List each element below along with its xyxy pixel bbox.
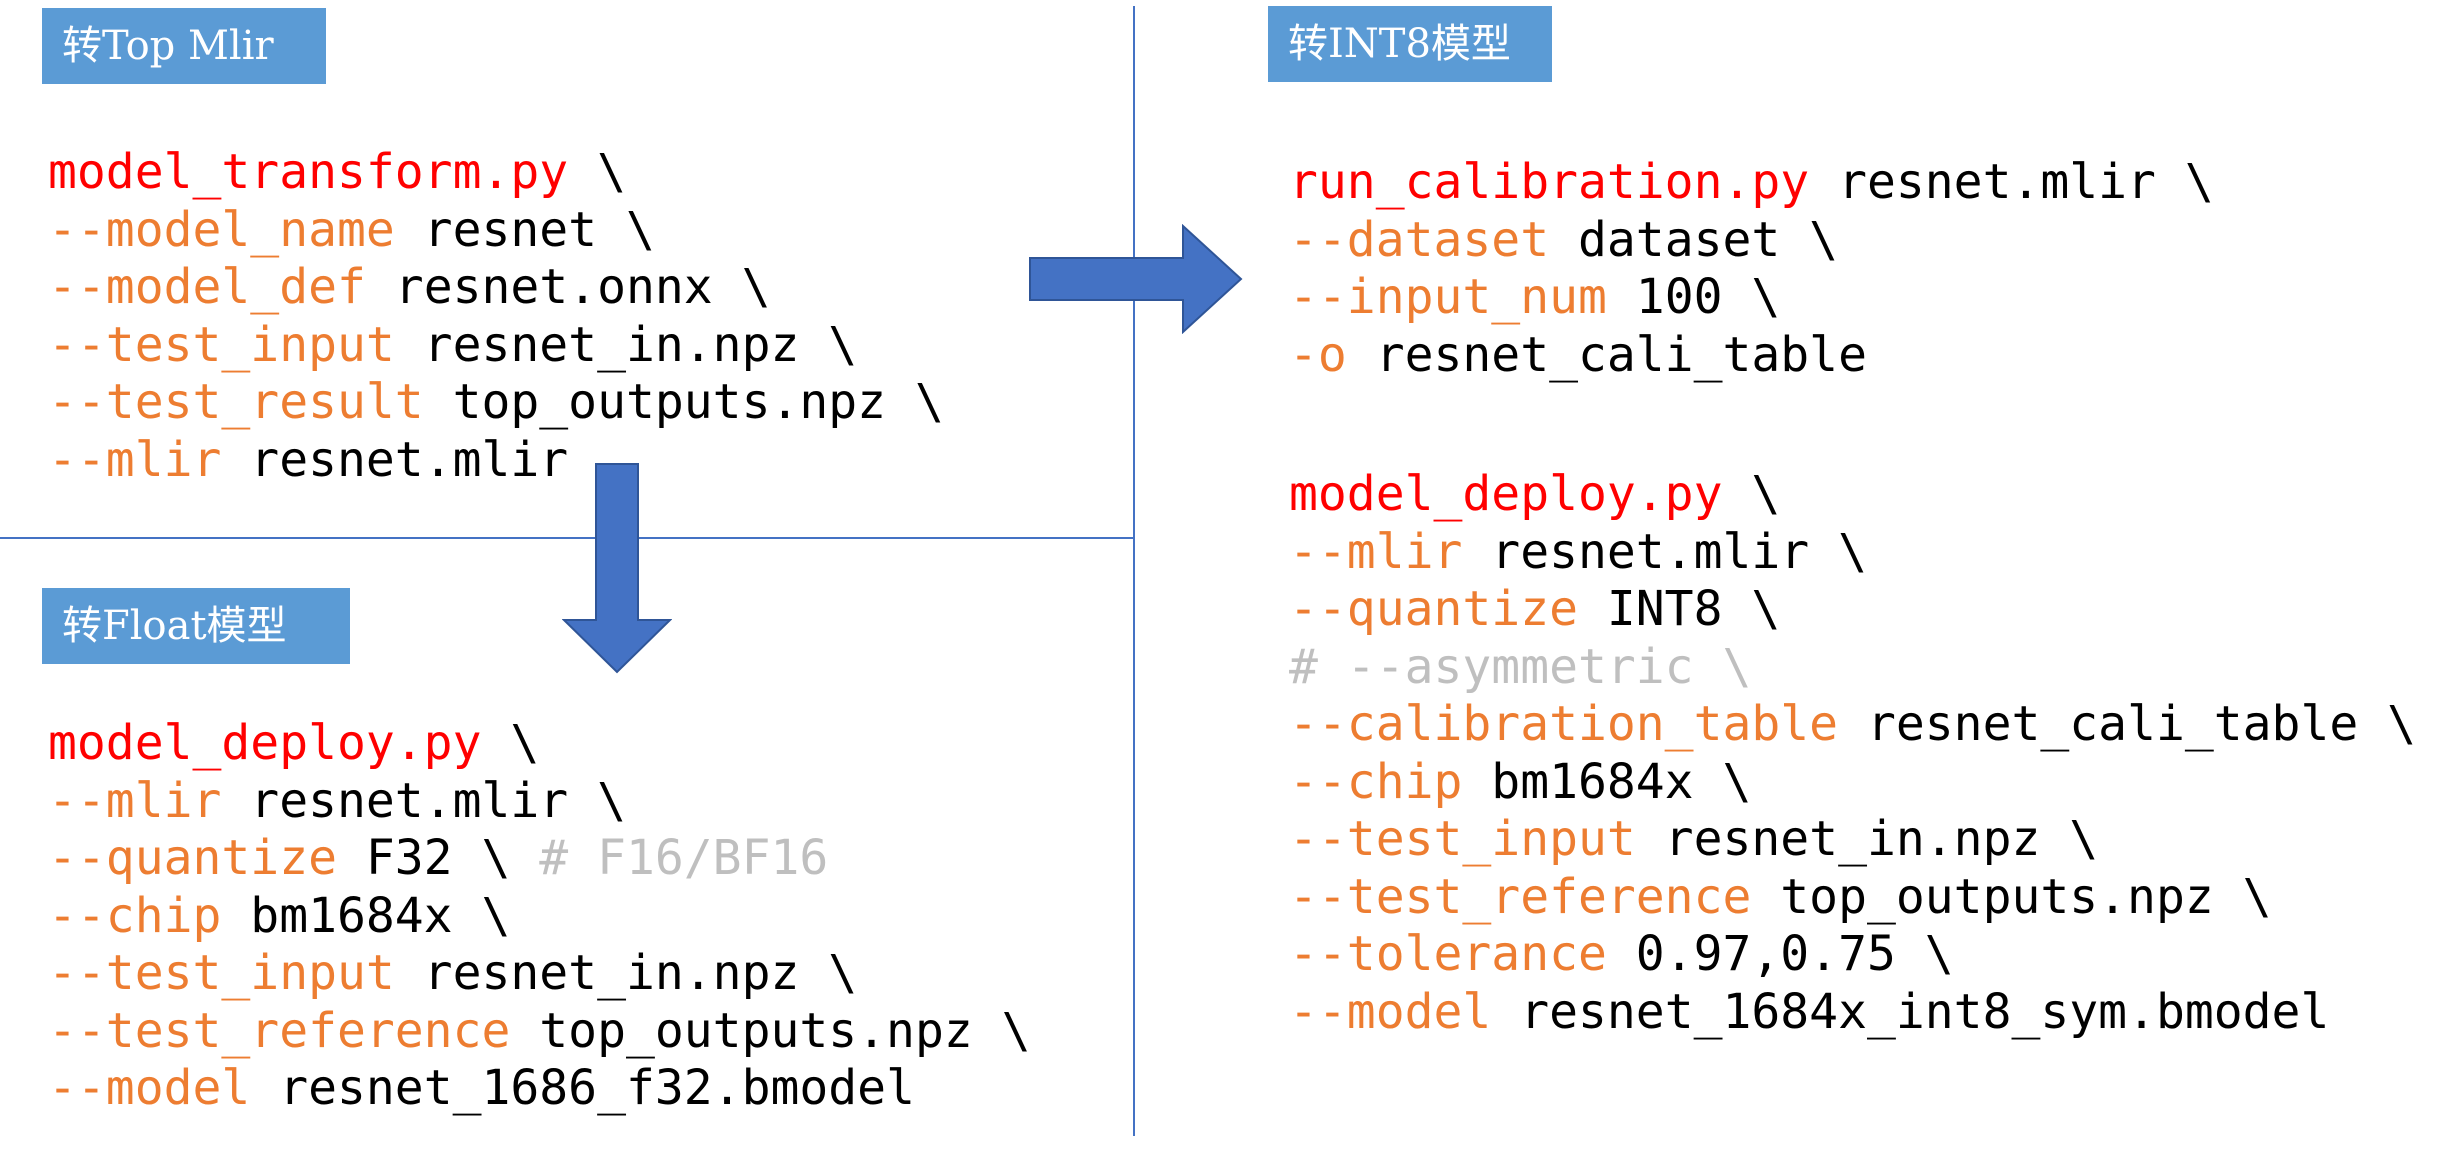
option-flag: --model xyxy=(1289,983,1492,1040)
option-flag: --test_reference xyxy=(1289,868,1752,925)
code-line: --model resnet_1684x_int8_sym.bmodel xyxy=(1289,984,2416,1042)
option-value: \ xyxy=(1722,466,1781,522)
code-line: --chip bm1684x \ xyxy=(1289,754,2416,812)
option-flag: --quantize xyxy=(48,830,337,886)
option-value: \ xyxy=(568,144,626,200)
option-value: resnet.mlir xyxy=(221,431,569,488)
option-value: resnet_in.npz \ xyxy=(394,316,858,373)
option-value: top_outputs.npz \ xyxy=(510,1002,1031,1059)
section-title-int8-model: 转INT8模型 xyxy=(1268,6,1552,82)
code-line: --calibration_table resnet_cali_table \ xyxy=(1289,696,2416,754)
code-line: --test_input resnet_in.npz \ xyxy=(1289,811,2416,869)
option-value: bm1684x \ xyxy=(1462,753,1752,810)
section-title-top-mlir: 转Top Mlir xyxy=(42,8,326,84)
option-value: resnet_cali_table \ xyxy=(1838,696,2417,752)
option-value: resnet.mlir \ xyxy=(1809,154,2214,210)
code-block-calibration: run_calibration.py resnet.mlir \--datase… xyxy=(1289,154,2214,384)
option-value: resnet.mlir \ xyxy=(1462,523,1867,580)
option-value: top_outputs.npz \ xyxy=(423,374,944,430)
code-comment: # --asymmetric \ xyxy=(1289,638,1752,695)
option-value: dataset \ xyxy=(1549,211,1839,268)
option-flag: --test_result xyxy=(48,374,424,430)
option-value: top_outputs.npz \ xyxy=(1751,868,2272,925)
option-flag: --chip xyxy=(1289,753,1463,810)
code-line: model_deploy.py \ xyxy=(48,715,1031,773)
option-flag: --model_def xyxy=(48,259,366,315)
code-line: --model resnet_1686_f32.bmodel xyxy=(48,1060,1031,1118)
option-flag: --mlir xyxy=(48,772,222,829)
code-line: --test_input resnet_in.npz \ xyxy=(48,317,944,375)
code-line: --dataset dataset \ xyxy=(1289,212,2214,270)
code-block-top-mlir: model_transform.py \--model_name resnet … xyxy=(48,144,944,489)
code-line: --test_result top_outputs.npz \ xyxy=(48,374,944,432)
option-flag: --test_reference xyxy=(48,1002,511,1059)
command-name: model_transform.py xyxy=(48,144,569,200)
code-line: --model_name resnet \ xyxy=(48,202,944,260)
option-value: resnet \ xyxy=(394,201,655,258)
command-name: run_calibration.py xyxy=(1289,154,1810,210)
option-value: resnet_in.npz \ xyxy=(1635,811,2099,867)
option-value: 0.97,0.75 \ xyxy=(1606,926,1954,982)
option-value: 100 \ xyxy=(1606,269,1781,325)
code-comment: # F16/BF16 xyxy=(539,830,829,886)
code-line: --test_reference top_outputs.npz \ xyxy=(1289,869,2416,927)
arrow-down-icon xyxy=(562,463,672,674)
option-flag: --tolerance xyxy=(1289,926,1607,982)
code-line: # --asymmetric \ xyxy=(1289,639,2416,697)
option-flag: -o xyxy=(1289,326,1347,383)
code-line: --mlir resnet.mlir \ xyxy=(1289,524,2416,582)
option-value: \ xyxy=(481,715,540,771)
option-flag: --mlir xyxy=(48,431,222,488)
option-flag: --model_name xyxy=(48,201,395,258)
vertical-divider xyxy=(1133,6,1135,1136)
option-value: resnet_in.npz \ xyxy=(394,945,858,1001)
code-line: --input_num 100 \ xyxy=(1289,269,2214,327)
code-line: --test_input resnet_in.npz \ xyxy=(48,945,1031,1003)
option-flag: --test_input xyxy=(1289,811,1636,867)
option-flag: --quantize xyxy=(1289,581,1578,637)
command-name: model_deploy.py xyxy=(1289,466,1723,522)
section-title-float-model: 转Float模型 xyxy=(42,588,350,664)
code-block-int8-deploy: model_deploy.py \--mlir resnet.mlir \--q… xyxy=(1289,466,2416,1041)
option-value: resnet.onnx \ xyxy=(365,259,771,315)
option-flag: --calibration_table xyxy=(1289,696,1839,752)
code-line: --quantize INT8 \ xyxy=(1289,581,2416,639)
code-line: --tolerance 0.97,0.75 \ xyxy=(1289,926,2416,984)
code-line: --quantize F32 \ # F16/BF16 xyxy=(48,830,1031,888)
option-flag: --test_input xyxy=(48,945,395,1001)
option-flag: --mlir xyxy=(1289,523,1463,580)
code-line: model_transform.py \ xyxy=(48,144,944,202)
option-value: bm1684x \ xyxy=(221,887,511,944)
code-line: --model_def resnet.onnx \ xyxy=(48,259,944,317)
code-line: --mlir resnet.mlir \ xyxy=(48,773,1031,831)
horizontal-divider xyxy=(0,537,1134,539)
code-line: --test_reference top_outputs.npz \ xyxy=(48,1003,1031,1061)
arrow-right-icon xyxy=(1029,224,1243,334)
option-value: resnet.mlir \ xyxy=(221,772,626,829)
option-flag: --input_num xyxy=(1289,269,1607,325)
code-line: --mlir resnet.mlir xyxy=(48,432,944,490)
option-flag: --model xyxy=(48,1060,251,1116)
code-line: -o resnet_cali_table xyxy=(1289,327,2214,385)
option-value: resnet_1686_f32.bmodel xyxy=(250,1060,915,1116)
option-flag: --test_input xyxy=(48,316,395,373)
code-line: --chip bm1684x \ xyxy=(48,888,1031,946)
option-value: F32 \ xyxy=(336,830,540,886)
code-line: model_deploy.py \ xyxy=(1289,466,2416,524)
code-line: run_calibration.py resnet.mlir \ xyxy=(1289,154,2214,212)
option-flag: --chip xyxy=(48,887,222,944)
command-name: model_deploy.py xyxy=(48,715,482,771)
option-flag: --dataset xyxy=(1289,211,1550,268)
option-value: resnet_1684x_int8_sym.bmodel xyxy=(1491,983,2330,1040)
option-value: resnet_cali_table xyxy=(1346,326,1867,383)
option-value: INT8 \ xyxy=(1577,581,1781,637)
code-block-float-model: model_deploy.py \--mlir resnet.mlir \--q… xyxy=(48,715,1031,1118)
